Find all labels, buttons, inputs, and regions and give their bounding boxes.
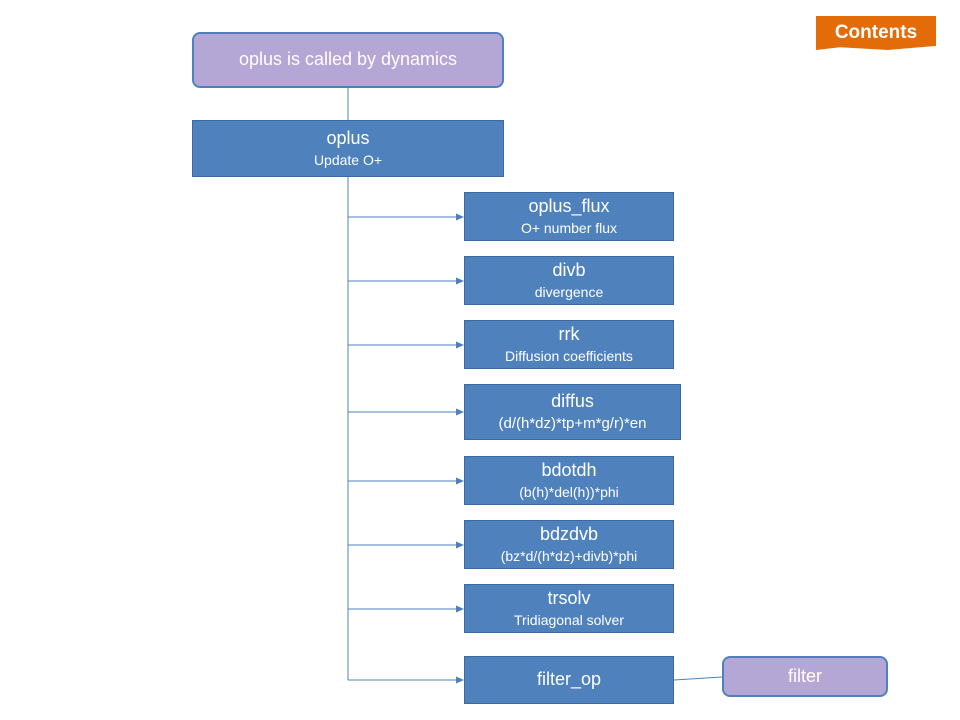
caller-label: oplus is called by dynamics <box>238 49 458 70</box>
arrowhead <box>456 408 464 416</box>
caller-box-dynamics: oplus is called by dynamics <box>192 32 504 88</box>
child-box-bdotdh: bdotdh (b(h)*del(h))*phi <box>464 456 674 505</box>
child-subtitle: O+ number flux <box>520 220 618 237</box>
arrowhead <box>456 676 464 684</box>
child-box-oplus-flux: oplus_flux O+ number flux <box>464 192 674 241</box>
child-subtitle: Diffusion coefficients <box>505 348 633 365</box>
oplus-subtitle: Update O+ <box>313 152 383 169</box>
child-box-trsolv: trsolv Tridiagonal solver <box>464 584 674 633</box>
child-title: bdzdvb <box>539 523 599 544</box>
child-box-rrk: rrk Diffusion coefficients <box>464 320 674 369</box>
oplus-title: oplus <box>326 127 370 148</box>
filter-box: filter <box>722 656 888 697</box>
contents-button[interactable]: Contents <box>816 16 936 50</box>
child-title: bdotdh <box>541 459 597 480</box>
branch-arrows <box>348 213 464 684</box>
child-subtitle: Tridiagonal solver <box>514 612 624 629</box>
arrowhead <box>456 605 464 613</box>
child-box-diffus: diffus (d/(h*dz)*tp+m*g/r)*en <box>464 384 681 440</box>
child-title: filter_op <box>536 669 602 690</box>
child-title: divb <box>552 259 586 280</box>
child-box-filter-op: filter_op <box>464 656 674 704</box>
arrowhead <box>456 277 464 285</box>
child-subtitle: (b(h)*del(h))*phi <box>519 484 619 501</box>
child-box-bdzdvb: bdzdvb (bz*d/(h*dz)+divb)*phi <box>464 520 674 569</box>
child-title: diffus <box>551 390 594 411</box>
filter-op-to-filter-line <box>673 676 723 681</box>
child-subtitle: (d/(h*dz)*tp+m*g/r)*en <box>498 415 647 433</box>
arrowhead <box>456 477 464 485</box>
child-subtitle: (bz*d/(h*dz)+divb)*phi <box>500 548 638 565</box>
arrowhead <box>456 213 464 221</box>
child-title: rrk <box>558 323 580 344</box>
child-box-divb: divb divergence <box>464 256 674 305</box>
child-title: trsolv <box>547 587 591 608</box>
child-subtitle: divergence <box>534 284 604 301</box>
filter-label: filter <box>787 665 822 686</box>
arrowhead <box>456 341 464 349</box>
oplus-box: oplus Update O+ <box>192 120 504 177</box>
arrowhead <box>456 541 464 549</box>
child-title: oplus_flux <box>528 195 610 216</box>
